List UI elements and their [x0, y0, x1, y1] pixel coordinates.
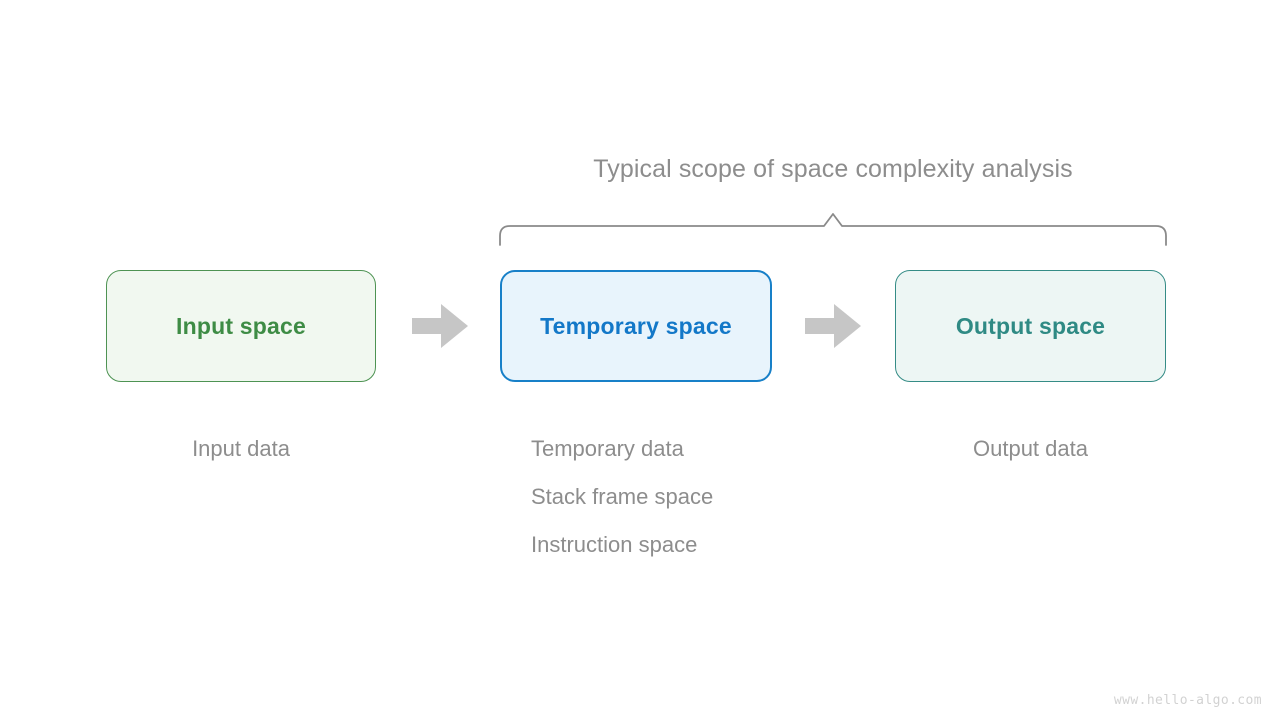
caption-line: Temporary data — [531, 436, 684, 461]
node-box-temporary-space[interactable]: Temporary space — [500, 270, 772, 382]
node-label-temporary-space: Temporary space — [540, 312, 732, 339]
caption-group-output: Output data — [895, 425, 1166, 473]
node-label-input-space: Input space — [175, 312, 306, 339]
brace-title: Typical scope of space complexity analys… — [593, 155, 1073, 183]
node-box-input-space[interactable]: Input space — [106, 270, 376, 382]
arrow-right-icon — [805, 304, 861, 348]
caption-line: Input data — [192, 436, 290, 461]
node-box-output-space[interactable]: Output space — [895, 270, 1166, 382]
watermark: www.hello-algo.com — [1113, 693, 1262, 708]
scope-brace-icon — [499, 213, 1167, 246]
caption-line: Stack frame space — [531, 484, 714, 509]
arrow-right-icon — [412, 304, 468, 348]
caption-group-temporary: Temporary data Stack frame space Instruc… — [531, 425, 713, 569]
caption-group-input: Input data — [106, 425, 376, 473]
node-label-output-space: Output space — [955, 312, 1106, 339]
caption-line: Output data — [973, 436, 1088, 461]
caption-line: Instruction space — [531, 532, 698, 557]
